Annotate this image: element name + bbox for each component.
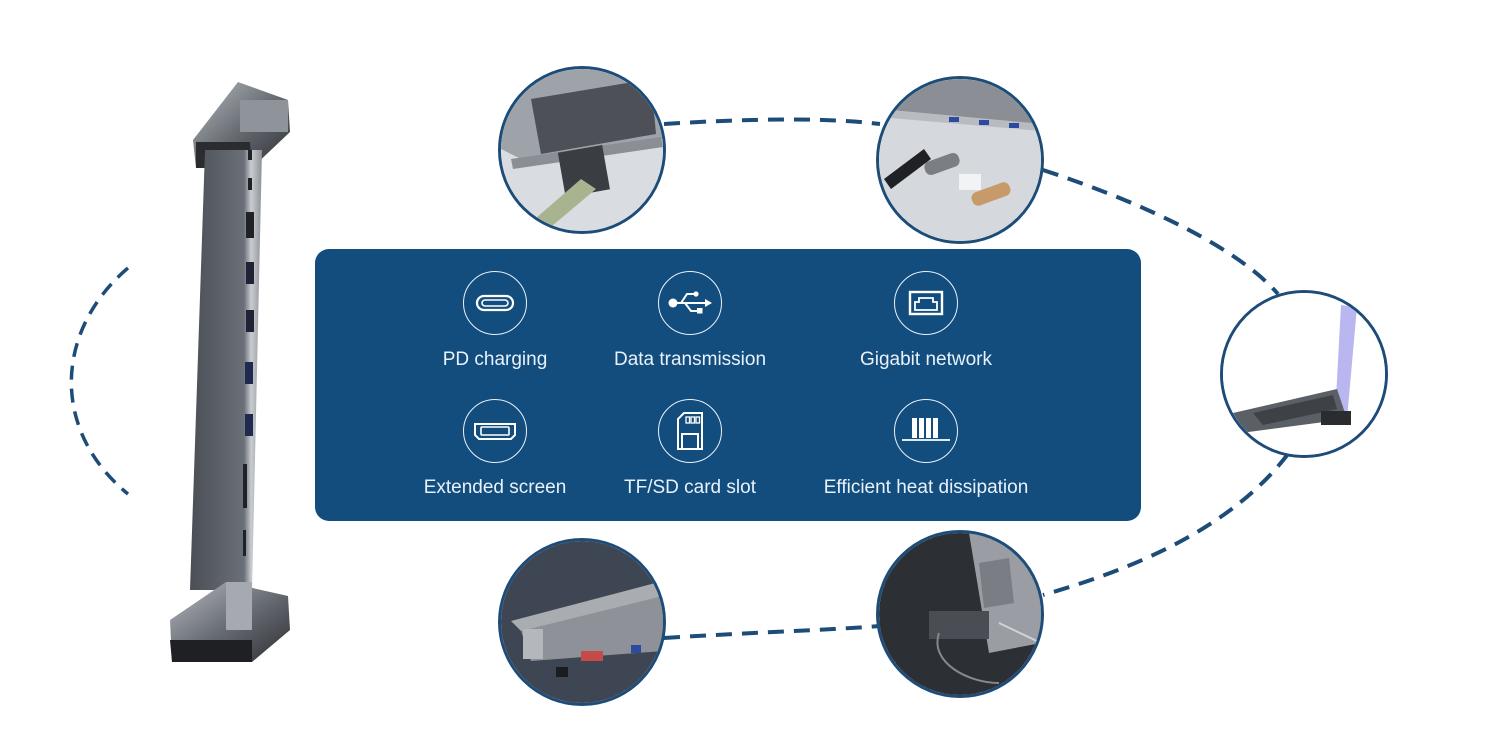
features-panel: PD charging Data transmission Gigabit ne… — [315, 249, 1141, 521]
ethernet-port-icon — [894, 271, 958, 335]
feature-label: TF/SD card slot — [624, 477, 756, 498]
heat-sink-icon — [894, 399, 958, 463]
feature-efficient-heat-dissipation: Efficient heat dissipation — [816, 399, 1036, 499]
laptop-on-stand-photo — [1220, 290, 1388, 458]
orbit-dashed-bottom — [663, 624, 881, 640]
port-slot — [246, 212, 254, 238]
feature-pd-charging: PD charging — [385, 271, 605, 371]
feature-data-transmission: Data transmission — [580, 271, 800, 371]
orbit-dashed-upper-right — [1042, 168, 1280, 296]
docking-hub-product — [170, 82, 290, 662]
port-slot — [245, 362, 253, 384]
port-slot — [246, 310, 254, 332]
ethernet-cable-photo — [498, 66, 666, 234]
feature-label: Data transmission — [613, 349, 767, 370]
rear-ports-photo — [876, 530, 1044, 698]
usb-c-port-icon — [463, 271, 527, 335]
card-reader-photo — [498, 538, 666, 706]
orbit-dashed-left — [69, 266, 130, 496]
feature-label: PD charging — [442, 349, 548, 370]
orbit-dashed-lower-right — [1042, 452, 1290, 597]
feature-label: Gigabit network — [859, 349, 992, 370]
usb-drives-photo — [876, 76, 1044, 244]
port-slot — [245, 414, 253, 436]
hdmi-port-icon — [463, 399, 527, 463]
feature-gigabit-network: Gigabit network — [816, 271, 1036, 371]
feature-tf-sd-card-slot: TF/SD card slot — [580, 399, 800, 499]
usb-symbol-icon — [658, 271, 722, 335]
feature-label: Efficient heat dissipation — [823, 477, 1029, 498]
port-slot — [243, 530, 246, 556]
port-slot — [248, 178, 252, 190]
port-slot — [246, 262, 254, 284]
feature-extended-screen: Extended screen — [385, 399, 605, 499]
port-slot — [243, 464, 247, 508]
port-slot — [248, 150, 252, 160]
sd-card-icon — [658, 399, 722, 463]
orbit-dashed-top — [663, 117, 881, 126]
feature-label: Extended screen — [423, 477, 567, 498]
